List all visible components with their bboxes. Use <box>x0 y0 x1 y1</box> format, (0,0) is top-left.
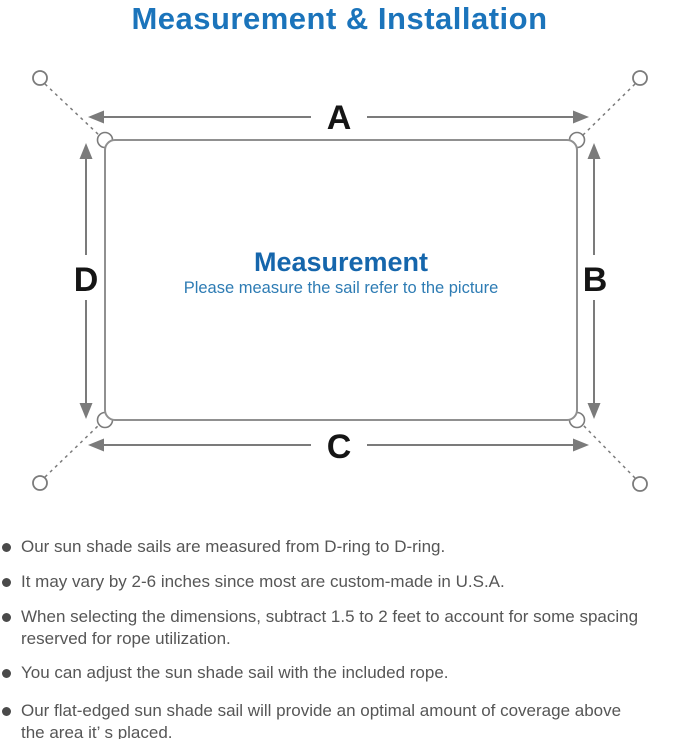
rope-line-bottom-right <box>581 423 636 479</box>
note-text: Our sun shade sails are measured from D-… <box>21 537 446 556</box>
note-text: It may vary by 2-6 inches since most are… <box>21 572 505 591</box>
rope-line-top-left <box>44 83 101 137</box>
rope-line-bottom-left <box>44 423 101 478</box>
dimension-label-b: B <box>583 261 608 299</box>
note-text: reserved for rope utilization. <box>21 629 231 648</box>
dimension-arrow-bottom <box>88 438 589 452</box>
anchor-ring-top-right-icon <box>632 70 648 86</box>
note-text: Our flat-edged sun shade sail will provi… <box>21 701 622 720</box>
list-item: Our flat-edged sun shade sail will provi… <box>0 700 673 739</box>
list-item: Our sun shade sails are measured from D-… <box>0 536 673 558</box>
bullet-dot-icon <box>2 543 11 552</box>
diagram-heading: Measurement <box>254 247 428 277</box>
list-item: You can adjust the sun shade sail with t… <box>0 662 673 684</box>
anchor-ring-bottom-right-icon <box>632 476 648 492</box>
note-text: the area it’ s placed. <box>21 723 173 739</box>
note-text: When selecting the dimensions, subtract … <box>21 607 639 626</box>
diagram-subheading: Please measure the sail refer to the pic… <box>184 279 499 297</box>
dimension-arrow-left <box>79 143 93 419</box>
list-item: It may vary by 2-6 inches since most are… <box>0 571 673 593</box>
bullet-dot-icon <box>2 613 11 622</box>
rope-line-top-right <box>581 83 636 137</box>
sail-rectangle <box>104 139 578 421</box>
bullet-dot-icon <box>2 669 11 678</box>
note-text: You can adjust the sun shade sail with t… <box>21 663 449 682</box>
bullet-dot-icon <box>2 578 11 587</box>
dimension-label-c: C <box>327 428 352 466</box>
page-title: Measurement & Installation <box>131 1 548 36</box>
anchor-ring-top-left-icon <box>32 70 48 86</box>
sail-measurement-diagram: A C D B Measurement Please measure the s… <box>32 70 648 492</box>
list-item: When selecting the dimensions, subtract … <box>0 606 673 650</box>
anchor-ring-bottom-left-icon <box>32 475 48 491</box>
dimension-label-d: D <box>74 261 99 299</box>
dimension-arrow-right <box>587 143 601 419</box>
dimension-label-a: A <box>327 99 352 137</box>
dimension-arrow-top <box>88 110 589 124</box>
bullet-dot-icon <box>2 707 11 716</box>
